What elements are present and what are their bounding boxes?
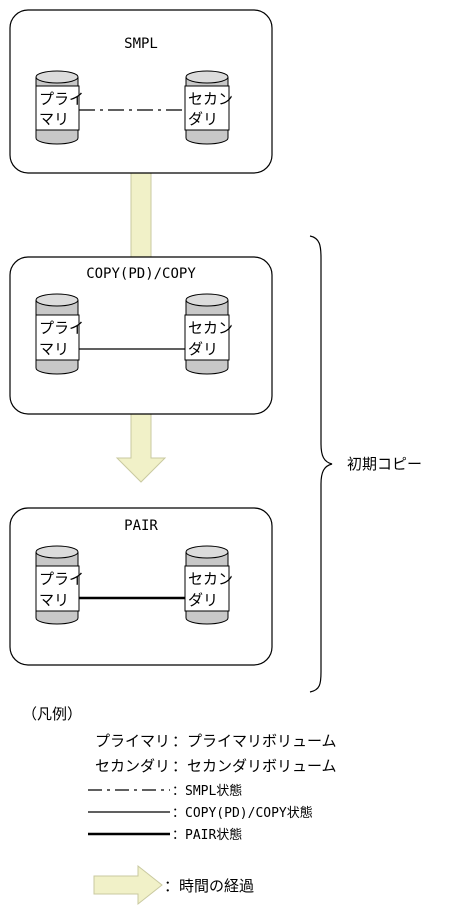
secondary-label-line2: ダリ xyxy=(188,340,218,358)
secondary-volume-cylinder: セカン ダリ xyxy=(184,70,233,145)
secondary-label-line2: ダリ xyxy=(188,110,218,128)
legend-secondary-desc: ：セカンダリボリューム xyxy=(172,757,337,775)
legend-copy: ：COPY(PD)/COPY状態 xyxy=(172,805,313,821)
brace-label: 初期コピー xyxy=(347,455,422,473)
legend: （凡例） プライマリ ：プライマリボリューム セカンダリ ：セカンダリボリューム… xyxy=(22,705,337,906)
primary-volume-cylinder: プライ マリ xyxy=(35,293,84,375)
secondary-label-line1: セカン xyxy=(188,319,233,337)
secondary-label-line1: セカン xyxy=(188,90,233,108)
primary-volume-cylinder: プライ マリ xyxy=(35,545,84,625)
legend-primary-term: プライマリ xyxy=(95,732,170,750)
state-label: COPY(PD)/COPY xyxy=(86,266,196,282)
legend-secondary-term: セカンダリ xyxy=(95,757,170,775)
primary-label-line1: プライ xyxy=(39,90,84,108)
primary-label-line2: マリ xyxy=(39,340,69,358)
state-box-copy: COPY(PD)/COPY プライ マリ セカン ダリ xyxy=(9,256,273,415)
primary-volume-cylinder: プライ マリ xyxy=(35,70,84,145)
transition-arrow-smpl-copy xyxy=(130,172,152,258)
secondary-volume-cylinder: セカン ダリ xyxy=(184,545,233,625)
state-label: PAIR xyxy=(124,518,158,534)
legend-pair: ：PAIR状態 xyxy=(172,827,242,843)
state-label: SMPL xyxy=(124,36,158,52)
legend-smpl: ：SMPL状態 xyxy=(172,783,242,799)
primary-label-line2: マリ xyxy=(39,110,69,128)
primary-label-line1: プライ xyxy=(39,570,84,588)
legend-time-arrow xyxy=(93,864,163,906)
legend-time: ：時間の経過 xyxy=(164,877,254,895)
state-box-smpl: SMPL プライ マリ セカン ダリ xyxy=(9,9,273,174)
legend-primary-desc: ：プライマリボリューム xyxy=(172,732,337,750)
secondary-label-line2: ダリ xyxy=(188,591,218,609)
transition-arrow-copy-pair xyxy=(115,413,167,483)
primary-label-line2: マリ xyxy=(39,591,69,609)
secondary-label-line1: セカン xyxy=(188,570,233,588)
legend-title: （凡例） xyxy=(22,705,82,723)
secondary-volume-cylinder: セカン ダリ xyxy=(184,293,233,375)
initial-copy-brace xyxy=(309,235,333,693)
primary-label-line1: プライ xyxy=(39,319,84,337)
state-box-pair: PAIR プライ マリ セカン ダリ xyxy=(9,507,273,666)
